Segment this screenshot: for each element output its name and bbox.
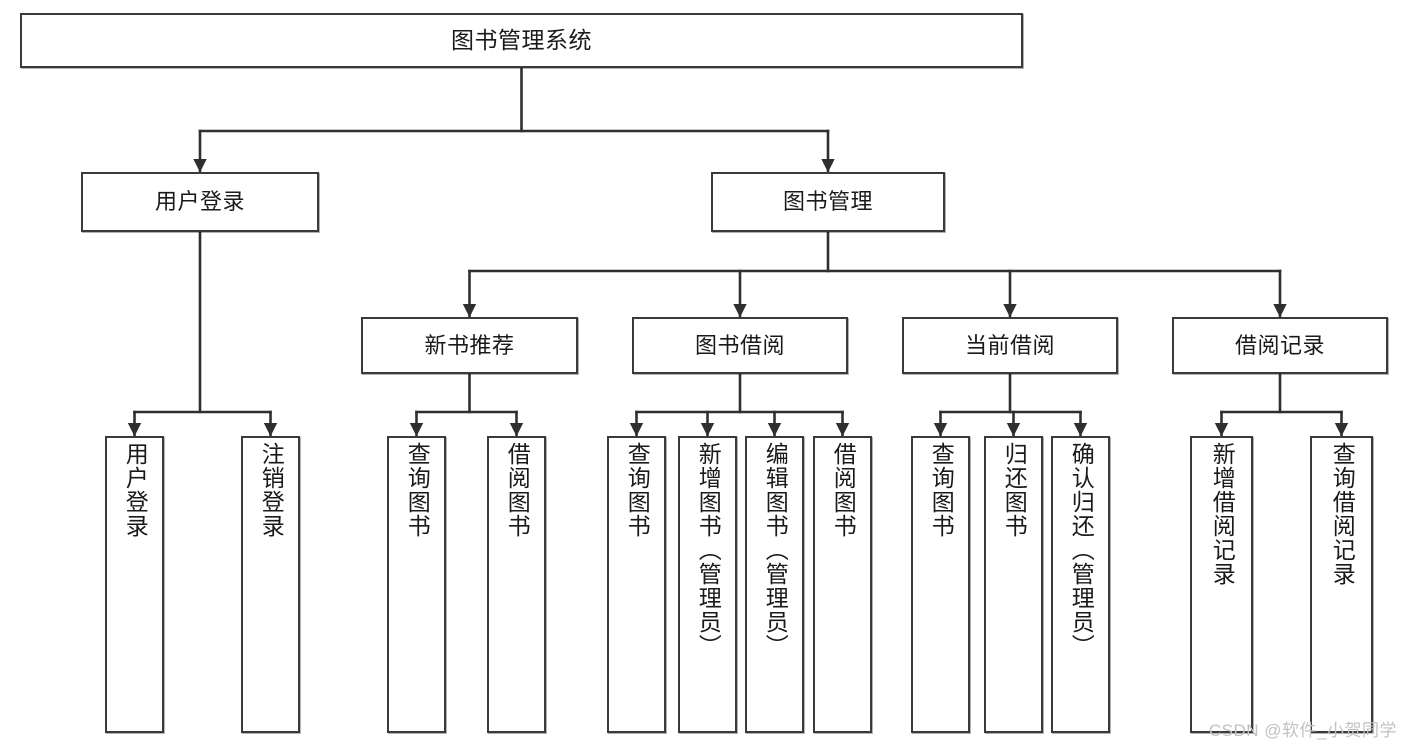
- node-label: 归还图书: [1001, 442, 1028, 538]
- node-label: 注销登录: [258, 442, 285, 538]
- node-leaf-add-rec[interactable]: 新增借阅记录: [1190, 436, 1253, 733]
- node-label: 确认归还（管理员）: [1068, 442, 1095, 658]
- node-leaf-logout[interactable]: 注销登录: [241, 436, 300, 733]
- node-leaf-q-book-2[interactable]: 查询图书: [607, 436, 666, 733]
- node-leaf-add-book[interactable]: 新增图书（管理员）: [678, 436, 737, 733]
- node-root[interactable]: 图书管理系统: [20, 13, 1023, 68]
- node-leaf-q-book-1[interactable]: 查询图书: [387, 436, 446, 733]
- node-label: 编辑图书（管理员）: [762, 442, 789, 658]
- node-label: 用户登录: [154, 189, 245, 214]
- node-label: 新增借阅记录: [1209, 442, 1236, 586]
- node-label: 用户登录: [122, 442, 149, 538]
- node-label: 新增图书（管理员）: [695, 442, 722, 658]
- node-label: 借阅图书: [830, 442, 857, 538]
- node-leaf-borrow-1[interactable]: 借阅图书: [487, 436, 546, 733]
- node-label: 当前借阅: [964, 332, 1055, 358]
- node-leaf-edit-book[interactable]: 编辑图书（管理员）: [745, 436, 804, 733]
- node-book-borrow[interactable]: 图书借阅: [632, 317, 848, 374]
- node-book-manage[interactable]: 图书管理: [711, 172, 945, 232]
- node-label: 查询图书: [624, 442, 651, 538]
- node-label: 查询图书: [928, 442, 955, 538]
- node-user-login[interactable]: 用户登录: [81, 172, 319, 232]
- node-label: 查询图书: [404, 442, 431, 538]
- node-leaf-q-rec[interactable]: 查询借阅记录: [1310, 436, 1373, 733]
- node-borrow-record[interactable]: 借阅记录: [1172, 317, 1388, 374]
- node-new-book-rec[interactable]: 新书推荐: [361, 317, 578, 374]
- node-label: 借阅记录: [1234, 332, 1325, 358]
- node-leaf-confirm[interactable]: 确认归还（管理员）: [1051, 436, 1110, 733]
- node-leaf-user-login[interactable]: 用户登录: [105, 436, 164, 733]
- node-label: 新书推荐: [424, 332, 515, 358]
- node-label: 图书借阅: [694, 332, 785, 358]
- node-label: 图书管理: [782, 189, 873, 214]
- node-leaf-q-book-3[interactable]: 查询图书: [911, 436, 970, 733]
- node-leaf-borrow-2[interactable]: 借阅图书: [813, 436, 872, 733]
- node-label: 图书管理系统: [451, 27, 592, 53]
- node-label: 查询借阅记录: [1329, 442, 1356, 586]
- csdn-watermark: CSDN @软件_小贺同学: [1208, 721, 1397, 740]
- node-label: 借阅图书: [504, 442, 531, 538]
- node-current-borrow[interactable]: 当前借阅: [902, 317, 1118, 374]
- node-leaf-return[interactable]: 归还图书: [984, 436, 1043, 733]
